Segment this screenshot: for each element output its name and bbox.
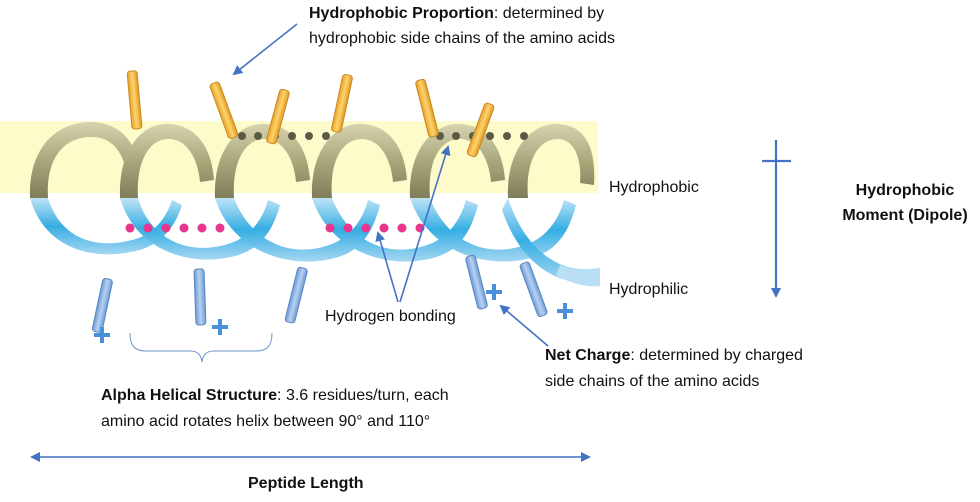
helix-turn-bottom	[30, 198, 182, 255]
hydrophobic-dot	[452, 132, 460, 140]
helix-turn-bottom	[215, 198, 380, 262]
hydrophobic-dot	[520, 132, 528, 140]
hydrophobic-dot	[486, 132, 494, 140]
hydrophobic-band-label: Hydrophobic	[609, 179, 699, 196]
hydrophilic-side-chains	[91, 254, 548, 333]
hydrophilic-side-chain	[193, 268, 207, 326]
helix-turn-bottom	[120, 198, 280, 260]
net-charge-label: Net Charge: determined by charged	[545, 345, 803, 366]
hydrophilic-side-chain	[519, 261, 548, 317]
plus-icon	[212, 319, 228, 335]
annotation-arrows	[30, 23, 591, 462]
hydrophobic-dot	[305, 132, 313, 140]
hydrophobic-dot	[254, 132, 262, 140]
hydrophobic-proportion-title: Hydrophobic Proportion	[309, 5, 494, 22]
hydrogen-bond-arrow	[375, 231, 399, 303]
alpha-helical-desc-2: amino acid rotates helix between 90° and…	[101, 413, 431, 430]
helix-turn-top	[311, 123, 407, 198]
alpha-helical-desc: : 3.6 residues/turn, each	[277, 387, 449, 404]
hydrophobic-side-chain	[415, 78, 439, 138]
hydrogen-bond-dots	[125, 223, 425, 233]
hydrophobic-dot	[322, 132, 330, 140]
hydrophilic-side-chain	[465, 254, 488, 310]
hydrophobic-side-chain	[209, 81, 239, 139]
helix-turn-bottom	[312, 198, 478, 262]
hydrophobic-proportion-desc: : determined by	[493, 5, 605, 22]
hydrophobic-proportion-arrow	[232, 23, 298, 76]
hydrophobic-dot	[238, 132, 246, 140]
hydrophobic-side-chains	[126, 70, 495, 158]
hydrophobic-side-chain	[266, 88, 290, 145]
hydrogen-bond-dot	[397, 223, 407, 233]
hydrogen-bonding-label: Hydrogen bonding	[325, 308, 456, 325]
hydrogen-bond-dot	[143, 223, 153, 233]
plus-icon	[94, 327, 110, 343]
hydrophilic-side-chain	[284, 266, 308, 324]
helix-bottom-ribbon	[30, 198, 600, 287]
helix-turn-top	[507, 123, 595, 198]
helix-turn-top	[29, 122, 138, 198]
hydrogen-bond-dot	[343, 223, 353, 233]
hydrogen-bond-dot	[325, 223, 335, 233]
hydrogen-bond-arrow	[399, 145, 451, 303]
net-charge-arrow	[499, 304, 549, 347]
peptide-length-label: Peptide Length	[248, 475, 364, 492]
alpha-helical-label: Alpha Helical Structure: 3.6 residues/tu…	[101, 385, 449, 406]
helix-turn-brace	[129, 332, 273, 363]
helix-turn-top	[119, 123, 214, 198]
hydrophobic-proportion-label: Hydrophobic Proportion: determined by	[309, 3, 604, 24]
plus-icon	[557, 303, 573, 319]
net-charge-title: Net Charge	[545, 347, 631, 364]
hydrophobic-dot	[503, 132, 511, 140]
alpha-helical-title: Alpha Helical Structure	[101, 387, 278, 404]
hydrogen-bond-dot	[197, 223, 207, 233]
net-charge-desc: : determined by charged	[630, 347, 803, 364]
hydrogen-bond-dot	[361, 223, 371, 233]
hydrophobic-side-chain	[466, 102, 495, 158]
hydrogen-bond-dot	[215, 223, 225, 233]
hydrogen-bond-dot	[179, 223, 189, 233]
hydrogen-bond-dot	[379, 223, 389, 233]
hydrophobic-moment-line2: Moment (Dipole)	[842, 207, 968, 224]
hydrogen-bond-dot	[125, 223, 135, 233]
hydrophilic-side-chain	[91, 278, 113, 333]
positive-charges	[94, 284, 573, 343]
hydrophobic-moment-line1: Hydrophobic	[855, 182, 955, 199]
hydrophobic-moment-arrow	[762, 140, 791, 298]
helix-turn-top	[214, 123, 310, 198]
net-charge-desc-2: side chains of the amino acids	[545, 373, 760, 390]
hydrogen-bond-dot	[161, 223, 171, 233]
hydrophobic-dot	[288, 132, 296, 140]
hydrophilic-band-label: Hydrophilic	[609, 281, 689, 298]
hydrophobic-moment-label: Hydrophobic Moment (Dipole)	[832, 180, 978, 226]
hydrophobic-side-chain	[126, 70, 143, 130]
hydrophobic-side-chain	[331, 74, 353, 133]
plus-icon	[486, 284, 502, 300]
hydrophobic-proportion-desc-2: hydrophobic side chains of the amino aci…	[309, 30, 615, 47]
helix-end-bottom	[556, 265, 600, 287]
